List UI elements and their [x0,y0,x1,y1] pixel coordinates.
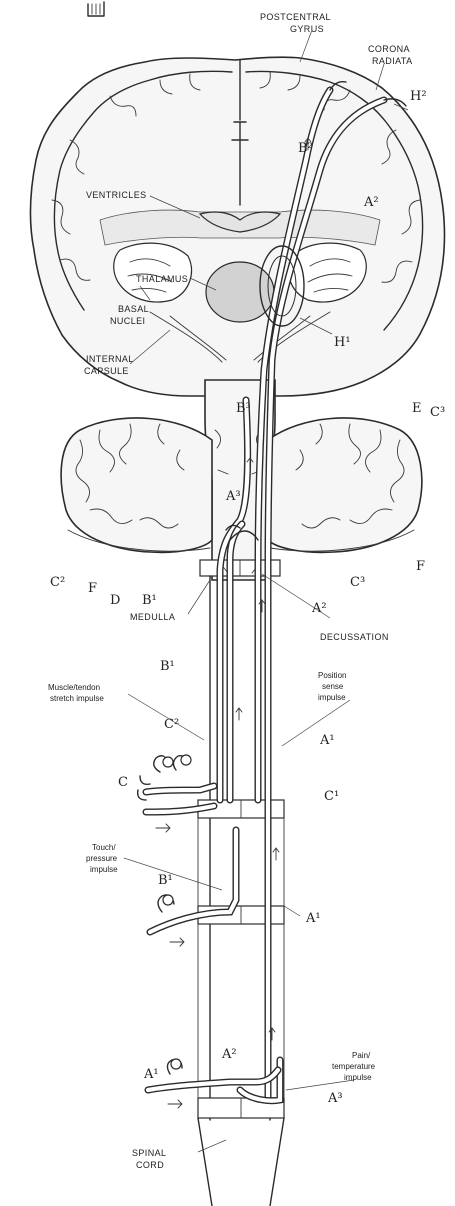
marker-b3: B³ [236,401,251,416]
marker-b1-touch: B¹ [158,873,173,888]
marker-b2-top: B² [298,141,313,156]
marker-c2-left: C² [50,575,65,590]
label-pain-temperature-2: temperature [332,1062,376,1071]
label-pain-temperature-3: impulse [344,1073,372,1082]
marker-a1-pos: A¹ [319,733,335,748]
marker-e: E [412,401,422,416]
marker-a2-pain: A² [221,1047,237,1062]
label-position-sense-1: Position [318,671,346,680]
marker-a3: A³ [225,489,241,504]
label-postcentral-gyrus-2: GYRUS [290,24,324,34]
label-position-sense-3: impulse [318,693,346,702]
marker-c3-right: C³ [430,405,445,420]
cerebellum-left [61,418,212,552]
label-spinal-cord-1: SPINAL [132,1148,166,1158]
marker-c1-root: C¹ [324,789,339,804]
label-corona-radiata-1: CORONA [368,44,410,54]
label-postcentral-gyrus-1: POSTCENTRAL [260,12,331,22]
marker-h1: H¹ [334,335,351,350]
marker-c3-mid: C³ [350,575,365,590]
label-touch-pressure-3: impulse [90,865,118,874]
touch-receptor-root [150,830,236,946]
label-position-sense-2: sense [322,682,344,691]
label-touch-pressure-2: pressure [86,854,118,863]
label-decussation: DECUSSATION [320,632,389,642]
marker-c-root: C [118,775,128,790]
marker-b-left: B¹ [142,593,157,608]
marker-f-left: F [88,581,97,596]
marker-f-right: F [416,559,425,574]
marker-a1-touch: A¹ [305,911,321,926]
label-internal-capsule-2: CAPSULE [84,366,129,376]
marker-a1-pain-left: A¹ [143,1067,159,1082]
label-muscle-tendon-1: Muscle/tendon [48,683,100,692]
label-internal-capsule-1: INTERNAL [86,354,134,364]
label-muscle-tendon-2: stretch impulse [50,694,104,703]
marker-b1-muscle: B¹ [160,659,175,674]
muscle-receptor-roots [138,755,214,832]
cerebellum-right [268,418,422,552]
marker-a2-top: A² [363,195,379,210]
label-basal-nuclei-1: BASAL [118,304,149,314]
corner-mark [88,2,104,16]
label-spinal-cord-2: CORD [136,1160,164,1170]
marker-h2: H² [410,89,427,104]
label-ventricles: VENTRICLES [86,190,147,200]
cerebrum [30,57,444,396]
label-basal-nuclei-2: NUCLEI [110,316,145,326]
label-touch-pressure-1: Touch/ [92,843,116,852]
label-pain-temperature-1: Pain/ [352,1051,371,1060]
marker-c2-muscle: C² [164,717,179,732]
label-medulla: MEDULLA [130,612,175,622]
marker-a3-pain: A³ [327,1091,343,1106]
label-thalamus: THALAMUS [136,274,188,284]
label-corona-radiata-2: RADIATA [372,56,412,66]
marker-d: D [110,593,120,608]
marker-a2-decuss: A² [311,601,327,616]
